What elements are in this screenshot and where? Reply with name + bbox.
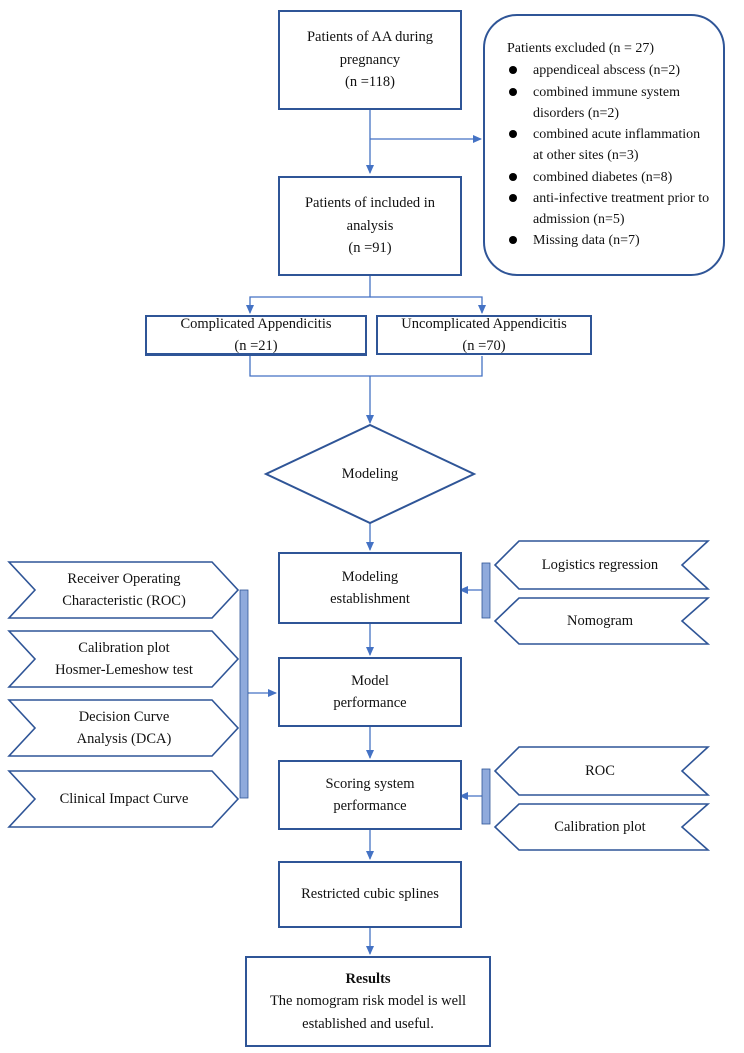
included-box: Patients of included in analysis (n =91) [278, 176, 462, 276]
left-tag-cic: Clinical Impact Curve [38, 771, 210, 827]
left-tag-dca-line2: Analysis (DCA) [76, 731, 172, 747]
results-line2: established and useful. [302, 1015, 434, 1032]
performance-line2: performance [333, 695, 407, 711]
complicated-label: Complicated Appendicitis [180, 315, 332, 332]
uncomplicated-count: (n =70) [462, 338, 506, 354]
left-tag-roc: Receiver Operating Characteristic (ROC) [38, 562, 210, 618]
patients-aa-line2: pregnancy [339, 51, 401, 68]
left-tag-dca: Decision Curve Analysis (DCA) [38, 700, 210, 756]
left-tag-cic-shape [7, 770, 240, 828]
excluded-item: appendiceal abscess (n=2) [507, 60, 713, 81]
patients-aa-line1: Patients of AA during [306, 29, 434, 46]
included-line1: Patients of included in [304, 195, 436, 212]
excluded-item: anti-infective treatment prior to admiss… [507, 188, 713, 231]
left-tag-calibration-line2: Hosmer-Lemeshow test [55, 662, 193, 678]
right-tag-logistics-label: Logistics regression [541, 556, 659, 573]
right-tag-roc: ROC [518, 747, 682, 795]
performance-line1: Model [351, 672, 389, 689]
scoring-line2: performance [333, 798, 407, 814]
uncomplicated-label: Uncomplicated Appendicitis [401, 315, 567, 332]
left-tag-calibration: Calibration plot Hosmer-Lemeshow test [38, 631, 210, 687]
left-tag-roc-shape [7, 561, 240, 619]
complicated-appendicitis: Complicated Appendicitis (n =21) [145, 315, 367, 355]
left-group-bar [239, 589, 249, 799]
right-tag-nomogram-label: Nomogram [566, 612, 634, 629]
excluded-item: Missing data (n=7) [507, 230, 713, 251]
left-tag-dca-shape [7, 699, 240, 757]
left-tag-calibration-shape [7, 630, 240, 688]
scoring-line1: Scoring system [325, 775, 415, 792]
excluded-item: combined immune system disorders (n=2) [507, 82, 713, 125]
patients-aa-box: Patients of AA during pregnancy (n =118) [278, 10, 462, 110]
right-tag-nomogram-shape [493, 597, 711, 645]
excluded-item: combined acute inflammation at other sit… [507, 124, 713, 167]
modeling-establishment-box: Modeling establishment [278, 552, 462, 624]
complicated-count: (n =21) [234, 338, 278, 354]
excluded-item: combined diabetes (n=8) [507, 167, 713, 188]
restricted-splines-box: Restricted cubic splines [278, 861, 462, 928]
establishment-line1: Modeling [341, 568, 399, 585]
excluded-title: Patients excluded (n = 27) [507, 41, 655, 56]
left-tag-dca-line1: Decision Curve [78, 708, 170, 725]
modeling-diamond [263, 423, 477, 525]
results-title: Results [345, 970, 391, 987]
excluded-list: appendiceal abscess (n=2) combined immun… [507, 60, 713, 251]
included-count: (n =91) [348, 240, 392, 257]
right-group-bar-1 [481, 562, 491, 619]
excluded-box: Patients excluded (n = 27) appendiceal a… [483, 14, 725, 276]
right-tag-logistics-shape [493, 540, 711, 590]
right-tag-roc-shape [493, 746, 711, 796]
results-box: Results The nomogram risk model is well … [245, 956, 491, 1047]
right-tag-calibration-shape [493, 803, 711, 851]
scoring-system-box: Scoring system performance [278, 760, 462, 830]
right-group-bar-2 [481, 768, 491, 825]
left-tag-calibration-line1: Calibration plot [78, 639, 170, 656]
right-tag-calibration: Calibration plot [518, 804, 682, 850]
uncomplicated-appendicitis: Uncomplicated Appendicitis (n =70) [376, 315, 592, 355]
results-line1: The nomogram risk model is well [269, 993, 467, 1010]
patients-aa-count: (n =118) [345, 74, 395, 91]
right-tag-roc-label: ROC [585, 762, 615, 779]
right-tag-calibration-label: Calibration plot [554, 818, 646, 835]
left-tag-cic-label: Clinical Impact Curve [59, 790, 189, 807]
splines-label: Restricted cubic splines [301, 886, 439, 903]
left-tag-roc-line1: Receiver Operating [67, 570, 181, 587]
right-tag-nomogram: Nomogram [518, 598, 682, 644]
modeling-label-wrap: Modeling [266, 425, 474, 523]
establishment-line2: establishment [330, 591, 410, 607]
right-tag-logistics: Logistics regression [518, 541, 682, 589]
modeling-label: Modeling [341, 465, 399, 482]
included-line2: analysis [346, 217, 394, 234]
model-performance-box: Model performance [278, 657, 462, 727]
left-tag-roc-line2: Characteristic (ROC) [62, 593, 186, 609]
